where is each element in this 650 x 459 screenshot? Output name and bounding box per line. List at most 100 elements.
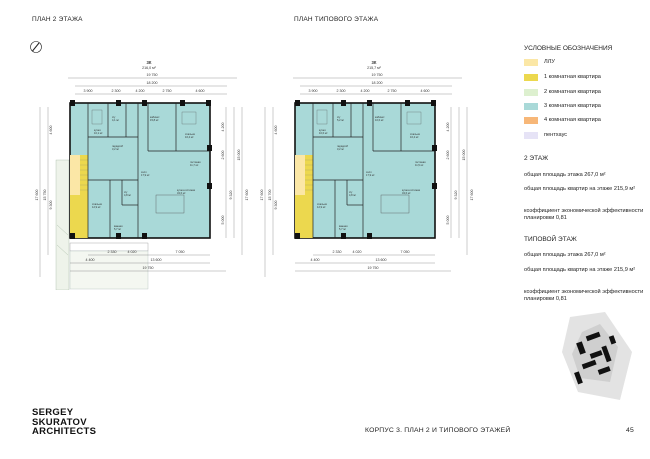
- typical-room-label: гардероб: [337, 144, 349, 148]
- plan2-room-label: холл: [141, 171, 147, 174]
- legend-label: 3 комнатная квартира: [544, 103, 601, 109]
- architect-logo: SERGEY SKURATOV ARCHITECTS: [32, 408, 96, 437]
- site-plan-map: [562, 312, 632, 400]
- plan2-room-area: 17,9 м²: [141, 173, 150, 177]
- plan2-room-label: спальня: [185, 133, 195, 136]
- plan2-room-area: 3,2 м²: [112, 147, 119, 151]
- typical-room-area: 3,2 м²: [337, 147, 344, 151]
- typical-room-label: с/у: [337, 115, 341, 119]
- legend-swatch: [524, 73, 538, 81]
- plan2-room-area: 34,6 м²: [177, 191, 186, 195]
- plan2-room-label: с/у: [124, 190, 128, 194]
- logo-line: SERGEY: [32, 407, 74, 418]
- typical-dim-seg: 4 200: [361, 89, 370, 93]
- stats-typ-apt-area: общая площадь квартир на этаже 215,9 м²: [524, 267, 636, 273]
- legend-swatch: [524, 102, 538, 110]
- plan2-room-area: 11,7 м²: [190, 163, 198, 167]
- plan2-dim-left-part: 4 600: [49, 126, 53, 135]
- plan2-room-label: кабинет: [150, 115, 160, 119]
- typical-dim-seg: 3 900: [309, 89, 318, 93]
- plan2-room-label: с/у: [112, 115, 116, 119]
- typical-dim-right-part: 5 000: [446, 216, 450, 225]
- legend-swatch: [524, 116, 538, 124]
- legend-item: ЛЛУ: [524, 58, 555, 66]
- typical-dim-seg: 2 750: [388, 89, 397, 93]
- stats-2-floor-area: общая площадь этажа 267,0 м²: [524, 172, 606, 178]
- legend-item: 4 комнатная квартира: [524, 116, 601, 124]
- typical-dim-right-part: 4 200: [446, 123, 450, 132]
- typical-dim-bottom-part: 7 050: [401, 250, 410, 254]
- plan2-dim-bottom-part: 4 020: [128, 250, 137, 254]
- typical-room-label: спальня: [410, 133, 420, 136]
- typical-room-label: кухня: [319, 129, 326, 132]
- typical-dim-bottom-part: 2 330: [333, 250, 342, 254]
- legend-label: 1 комнатная квартира: [544, 74, 601, 80]
- legend-label: пентхаус: [544, 132, 568, 138]
- plan2-dim-left-part: 9 300: [49, 201, 53, 210]
- plan2-room-area: 16,4 м²: [185, 135, 194, 139]
- typical-dim-total-top: 19 750: [372, 73, 383, 77]
- stats-typ-heading: ТИПОВОЙ ЭТАЖ: [524, 236, 577, 243]
- legend-swatch: [524, 88, 538, 96]
- typical-room-area: 34,6 м²: [402, 191, 411, 195]
- stats-2-coef: коэффициент экономической эффективности …: [524, 208, 644, 222]
- legend-item: пентхаус: [524, 131, 567, 139]
- plan2-dim-right-outer: 17 600: [245, 190, 249, 201]
- typical-dim-right-part: 2 600: [446, 151, 450, 160]
- plan2-room-area: 5,7 м²: [114, 227, 121, 231]
- legend-swatch: [524, 131, 538, 139]
- typical-dim-bottom-left: 4 400: [311, 258, 320, 262]
- plan2-room-label: кухня-гостиная: [177, 189, 196, 192]
- legend-label: ЛЛУ: [544, 59, 555, 65]
- typical-room-area: 5,2 м²: [337, 118, 344, 122]
- typical-room-label: холл: [366, 171, 372, 174]
- typical-header-area: 215,7 м²: [367, 66, 381, 70]
- stats-typ-coef: коэффициент экономической эффективности …: [524, 289, 644, 303]
- plan2-dim-seg: 2 750: [163, 89, 172, 93]
- plan2-dim-seg: 4 200: [136, 89, 145, 93]
- plan2-dim-left-outer: 17 600: [35, 190, 39, 201]
- plan2-room-area: 4,1 м²: [112, 118, 119, 122]
- plan2-dim-seg: 4 600: [196, 89, 205, 93]
- plan2-room-label: кухня: [94, 129, 101, 132]
- typical-header-code: 3К: [372, 60, 377, 65]
- typical-room-area: 16,4 м²: [410, 135, 419, 139]
- north-arrow-icon: [30, 41, 42, 53]
- plan2-dim-right-part: 2 600: [221, 151, 225, 160]
- typical-dim-left-outer: 17 600: [260, 190, 264, 201]
- legend-item: 3 комнатная квартира: [524, 102, 601, 110]
- plan2-dim-bottom-part: 2 330: [108, 250, 117, 254]
- stats-2-heading: 2 ЭТАЖ: [524, 155, 549, 162]
- typical-dim-seg: 2 300: [337, 89, 346, 93]
- plan2-room-label: спальня: [92, 203, 102, 206]
- plan2-dim-bottom-total: 19 750: [143, 266, 154, 270]
- typical-room-area: 12,9 м²: [317, 205, 326, 209]
- plan2-room-label: гардероб: [112, 144, 124, 148]
- plan2-title: ПЛАН 2 ЭТАЖА: [32, 16, 83, 23]
- typical-room-label: спальня: [317, 203, 327, 206]
- typical-room-label: с/у: [349, 190, 353, 194]
- typical-dim-right-part: 9 320: [454, 191, 458, 200]
- typical-room-area: 17,9 м²: [366, 173, 375, 177]
- plan2-room-area: 4,8 м²: [124, 193, 131, 197]
- plan2-dim-bottom-inner: 13 600: [151, 258, 162, 262]
- plan2-dim-seg: 3 900: [84, 89, 93, 93]
- legend-item: 1 комнатная квартира: [524, 73, 601, 81]
- typical-dim-bottom-total: 19 750: [368, 266, 379, 270]
- plan2-header-code: 3К: [147, 60, 152, 65]
- typical-dim-right-outer: 17 600: [470, 190, 474, 201]
- plan2-dim-right-mid: 15 000: [237, 150, 241, 161]
- typical-room-area: 11,5 м²: [415, 163, 423, 167]
- plan2-dim-total-top: 19 750: [147, 73, 158, 77]
- typical-room-label: ванная: [339, 225, 348, 228]
- typical-room-area: 10,6 м²: [319, 131, 328, 135]
- typical-dim-bottom-inner: 13 600: [376, 258, 387, 262]
- legend-label: 2 комнатная квартира: [544, 89, 601, 95]
- plan2-room-area: 12,9 м²: [92, 205, 101, 209]
- typical-dim-left-part: 9 300: [274, 201, 278, 210]
- plan2-dim-bottom-part: 7 050: [176, 250, 185, 254]
- plan2-header-area: 216,0 м²: [142, 66, 156, 70]
- plan2-room-label: ванная: [114, 225, 123, 228]
- plan2-dim-right-part: 9 320: [229, 191, 233, 200]
- typical-room-area: 4,8 м²: [349, 193, 356, 197]
